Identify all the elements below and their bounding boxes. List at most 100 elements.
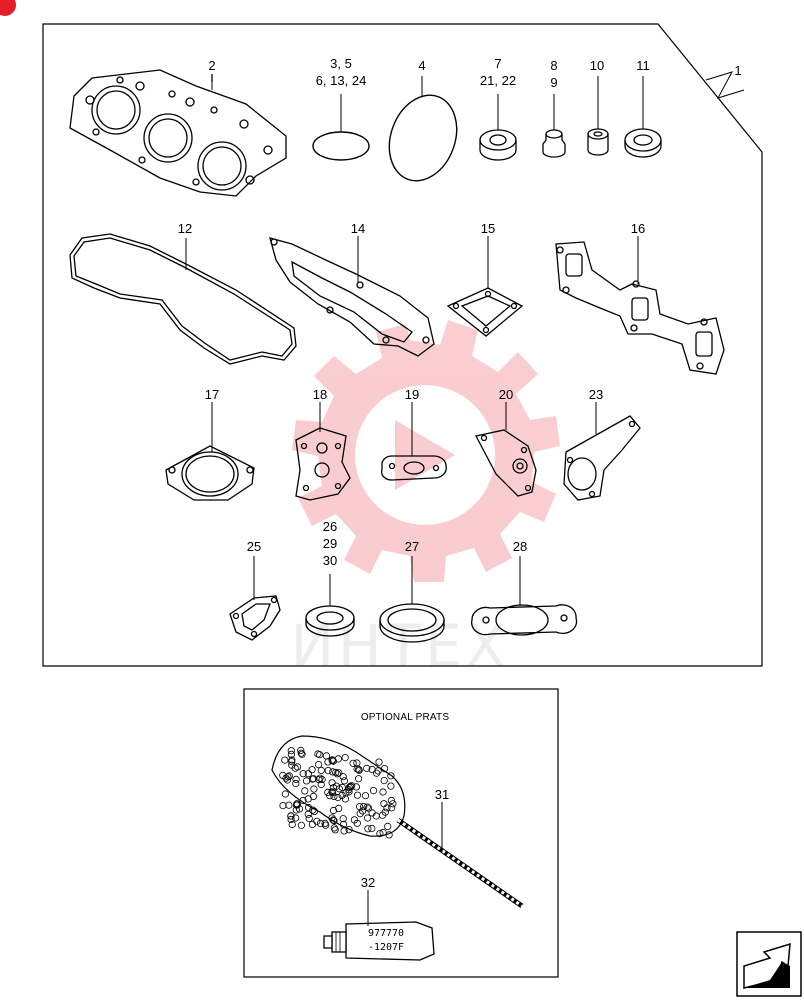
brush-bristle (287, 747, 295, 755)
part-label-15: 15 (480, 221, 496, 236)
brush-bristle (364, 804, 373, 812)
brush-bristle (287, 815, 295, 824)
part-label-12: 12 (177, 221, 193, 236)
brush-bristle (389, 800, 397, 808)
brush-bristle (316, 819, 325, 828)
kit-leader-line (705, 71, 745, 99)
brush-bristle (309, 806, 317, 814)
seal-c-drawing (587, 76, 609, 156)
brush-bristle (304, 810, 312, 818)
cover-gasket-drawing (69, 233, 297, 365)
brush-bristle (335, 785, 343, 793)
part-label-27: 27 (404, 539, 420, 554)
brush-bristle (340, 777, 348, 785)
brush-bristle (321, 819, 329, 828)
brush-bristle (283, 776, 291, 784)
plate-gasket-a-drawing (295, 402, 351, 501)
manifold-gasket-a-drawing (269, 236, 435, 357)
brush-bristle (314, 760, 323, 769)
brush-bristle (297, 749, 305, 757)
brush-bristle (324, 766, 332, 775)
part-label-14: 14 (350, 221, 366, 236)
brush-bristle (339, 773, 347, 781)
brush-bristle (292, 814, 300, 822)
brush-bristle (376, 829, 384, 838)
brush-bristle (304, 770, 312, 778)
brush-bristle (383, 804, 391, 812)
brush-bristle (340, 827, 348, 835)
part-label-28: 28 (512, 539, 528, 554)
brush-bristle (355, 766, 363, 774)
brush-bristle (305, 814, 313, 823)
washer-a-drawing (305, 574, 355, 637)
part-label-16: 16 (630, 221, 646, 236)
brush-bristle (298, 750, 306, 758)
brush-bristle (368, 765, 376, 774)
brush-bristle (309, 792, 318, 801)
brush-bristle (285, 801, 293, 809)
brush-bristle (316, 774, 324, 782)
manifold-gasket-b-drawing (555, 236, 725, 375)
brush-bristle (372, 812, 380, 820)
corner-marker (0, 0, 16, 16)
brush-bristle (297, 821, 305, 829)
washer-b-drawing (379, 556, 445, 643)
sealant-tube-drawing (323, 890, 435, 961)
brush-bristle (363, 803, 371, 811)
brush-bristle (347, 782, 356, 790)
next-page-arrow-icon[interactable] (736, 931, 802, 997)
optional-parts-frame (243, 688, 559, 978)
brush-bristle (287, 750, 295, 759)
part-label-2: 2 (208, 58, 216, 73)
part-label-23: 23 (588, 387, 604, 402)
seal-b-drawing (542, 94, 566, 158)
seal-d-drawing (624, 76, 662, 158)
brush-bristle (353, 765, 361, 773)
oval-gasket-drawing (381, 402, 447, 481)
next-page-button[interactable] (735, 930, 801, 996)
brush-bristle (317, 766, 325, 775)
brush-bristle (380, 764, 389, 773)
brush-bristle (335, 804, 343, 813)
brush-bristle (339, 815, 347, 823)
brush-bristle (287, 812, 295, 820)
brush-bristle (334, 793, 342, 802)
brush-bristle (356, 809, 364, 818)
brush-bristle (353, 791, 362, 799)
brush-bristle (288, 761, 296, 769)
brush-bristle (332, 768, 340, 777)
brush-bristle (345, 788, 353, 796)
brush-bristle (279, 801, 287, 810)
o-ring-large-drawing (388, 76, 458, 182)
brush-bristle (281, 756, 289, 764)
brush-bristle (379, 828, 387, 837)
part-label-18: 18 (312, 387, 328, 402)
brush-bristle (380, 776, 388, 785)
hone-brush-drawing (271, 735, 524, 909)
o-ring-small-drawing (312, 94, 370, 161)
brush-bristle (387, 804, 396, 812)
brush-bristle (379, 788, 387, 796)
brush-bristle (299, 770, 307, 778)
brush-bristle (284, 773, 292, 781)
brush-bristle (310, 807, 318, 816)
brush-bristle (328, 779, 336, 787)
brush-bristle (316, 751, 324, 759)
brush-bristle (350, 816, 358, 824)
brush-bristle (292, 775, 300, 784)
brush-bristle (346, 782, 354, 791)
part-label-11: 11 (636, 58, 650, 73)
brush-bristle (360, 802, 368, 811)
brush-bristle (385, 831, 393, 839)
brush-bristle (384, 822, 392, 831)
part-label-20: 20 (498, 387, 514, 402)
brush-bristle (329, 768, 337, 776)
brush-bristle (329, 816, 337, 824)
brush-bristle (361, 792, 370, 800)
brush-bristle (330, 792, 338, 801)
